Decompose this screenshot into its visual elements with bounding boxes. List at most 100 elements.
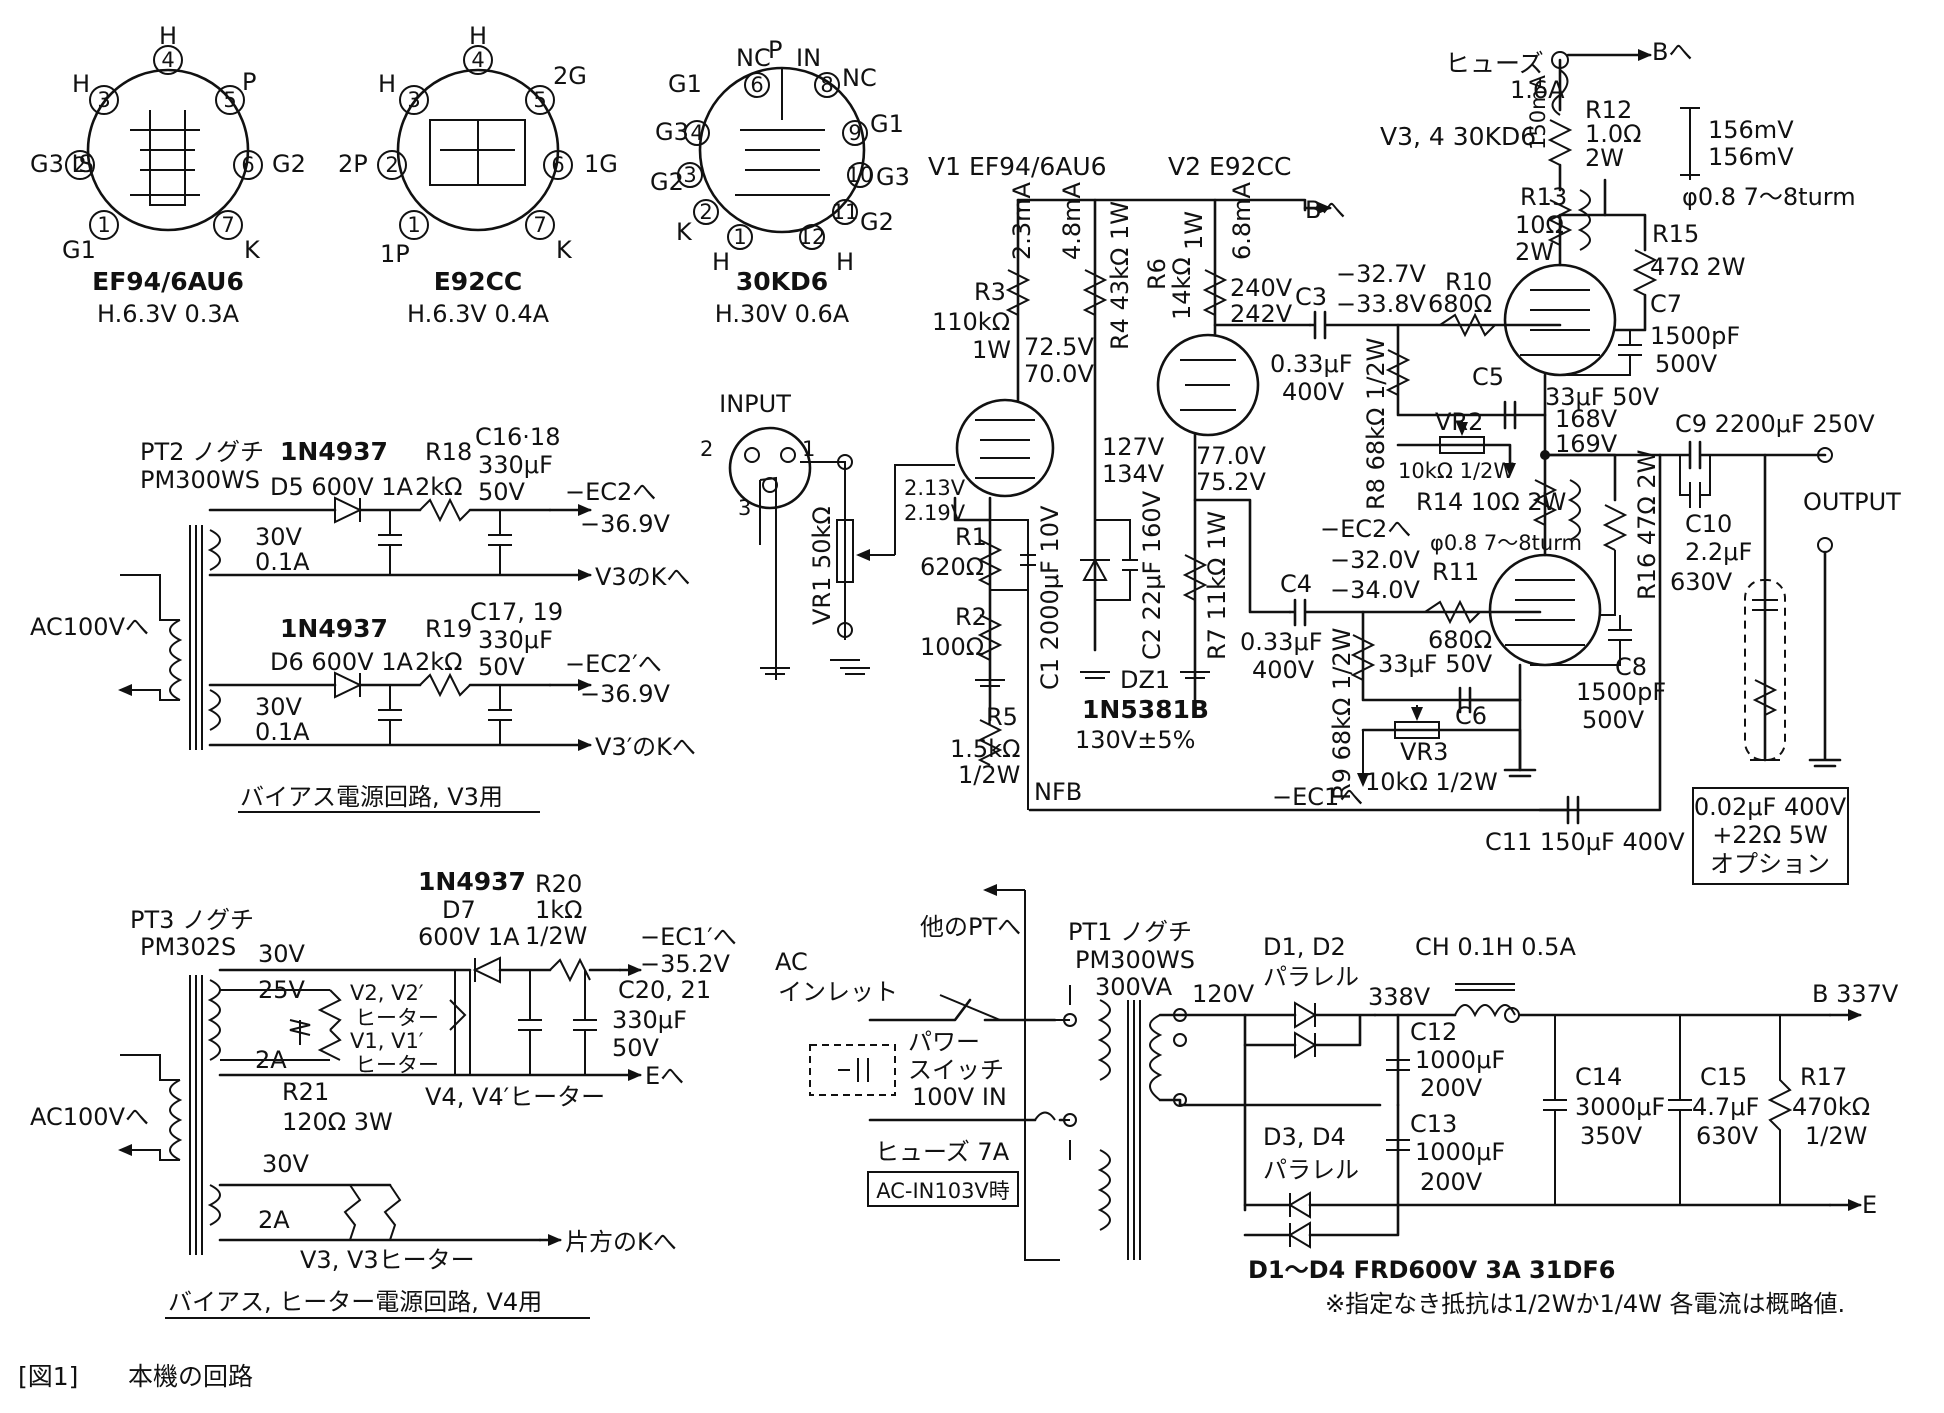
r12-resistor xyxy=(1547,119,1573,166)
v3-output-tube xyxy=(1503,263,1617,377)
svg-text:H: H xyxy=(469,22,487,50)
svg-text:2kΩ: 2kΩ xyxy=(415,648,463,676)
svg-text:2: 2 xyxy=(385,153,398,177)
svg-text:1.5kΩ: 1.5kΩ xyxy=(950,735,1020,763)
svg-text:200V: 200V xyxy=(1420,1074,1483,1102)
svg-text:G2: G2 xyxy=(650,168,684,196)
svg-text:−EC2へ: −EC2へ xyxy=(1320,515,1411,543)
svg-text:C1 2000μF 10V: C1 2000μF 10V xyxy=(1036,505,1064,690)
svg-text:R5: R5 xyxy=(986,703,1018,731)
svg-text:120Ω 3W: 120Ω 3W xyxy=(282,1108,393,1136)
d5-diode xyxy=(334,496,363,524)
svg-text:E: E xyxy=(1862,1191,1877,1219)
r19-resistor xyxy=(419,672,471,698)
svg-text:75.2V: 75.2V xyxy=(1196,468,1266,496)
svg-text:1.0Ω: 1.0Ω xyxy=(1585,120,1642,148)
svg-text:V3, 4 30KD6: V3, 4 30KD6 xyxy=(1380,122,1536,151)
svg-text:2: 2 xyxy=(73,153,86,177)
svg-text:600V 1A: 600V 1A xyxy=(418,923,520,951)
svg-text:350V: 350V xyxy=(1580,1122,1643,1150)
svg-text:C13: C13 xyxy=(1410,1110,1457,1138)
svg-text:Eへ: Eへ xyxy=(645,1062,684,1090)
svg-text:1/2W: 1/2W xyxy=(958,761,1020,789)
svg-text:1000μF: 1000μF xyxy=(1415,1046,1505,1074)
svg-text:CH 0.1H 0.5A: CH 0.1H 0.5A xyxy=(1415,933,1576,961)
svg-text:630V: 630V xyxy=(1696,1122,1759,1150)
svg-text:1W: 1W xyxy=(972,336,1011,364)
option-note-box xyxy=(1692,787,1849,885)
svg-text:C7: C7 xyxy=(1650,290,1682,318)
svg-text:−36.9V: −36.9V xyxy=(580,510,671,538)
svg-text:P: P xyxy=(242,68,256,96)
svg-text:1: 1 xyxy=(733,225,746,249)
c15-capacitor xyxy=(1668,1015,1692,1205)
svg-text:VR1 50kΩ: VR1 50kΩ xyxy=(808,506,836,625)
svg-text:2G: 2G xyxy=(553,62,587,90)
svg-text:パラレル: パラレル xyxy=(1263,1156,1359,1184)
svg-text:P: P xyxy=(768,36,782,64)
d6-diode xyxy=(334,671,363,699)
svg-text:330μF: 330μF xyxy=(478,626,553,654)
r11-resistor xyxy=(1424,599,1481,625)
svg-text:C17, 19: C17, 19 xyxy=(470,598,563,626)
svg-text:H.30V 0.6A: H.30V 0.6A xyxy=(715,300,850,328)
svg-text:338V: 338V xyxy=(1368,983,1431,1011)
svg-text:300VA: 300VA xyxy=(1095,973,1173,1001)
svg-text:V2 E92CC: V2 E92CC xyxy=(1168,152,1291,181)
svg-text:3: 3 xyxy=(738,496,751,520)
svg-text:G1: G1 xyxy=(62,236,96,264)
svg-text:φ0.8 7〜8turm: φ0.8 7〜8turm xyxy=(1682,183,1856,211)
svg-text:H: H xyxy=(159,22,177,50)
svg-text:オプション: オプション xyxy=(1710,850,1830,878)
svg-text:R6: R6 xyxy=(1143,258,1171,290)
svg-text:K: K xyxy=(244,236,261,264)
svg-text:242V: 242V xyxy=(1230,300,1293,328)
c11-capacitor xyxy=(1538,795,1580,825)
svg-text:150mA: 150mA xyxy=(1526,74,1550,150)
tube-base-e92cc: 4 5 6 7 1 2 3 H H 2G 1G K 1P 2P E92CC H.… xyxy=(338,22,618,328)
r3-resistor xyxy=(1005,269,1031,316)
c10-capacitor xyxy=(1679,455,1711,508)
r8-resistor xyxy=(1385,349,1411,396)
svg-text:PM300WS: PM300WS xyxy=(140,466,260,494)
svg-text:2W: 2W xyxy=(1515,238,1554,266)
svg-text:OUTPUT: OUTPUT xyxy=(1803,488,1901,516)
svg-text:4.7μF: 4.7μF xyxy=(1692,1093,1759,1121)
svg-text:2.2μF: 2.2μF xyxy=(1685,538,1752,566)
svg-text:−EC2へ: −EC2へ xyxy=(565,478,656,506)
svg-text:R7 11kΩ 1W: R7 11kΩ 1W xyxy=(1203,511,1231,660)
svg-text:1/2W: 1/2W xyxy=(1805,1122,1867,1150)
svg-text:PT1 ノグチ: PT1 ノグチ xyxy=(1068,918,1192,946)
c4-capacitor xyxy=(1288,598,1542,627)
svg-text:D3, D4: D3, D4 xyxy=(1263,1123,1346,1151)
r10-resistor xyxy=(1439,312,1496,338)
svg-text:−34.0V: −34.0V xyxy=(1330,576,1421,604)
svg-text:330μF: 330μF xyxy=(478,451,553,479)
svg-text:V3のKへ: V3のKへ xyxy=(595,563,690,591)
svg-text:H: H xyxy=(712,248,730,276)
c8-capacitor xyxy=(1530,550,1632,666)
svg-text:680Ω: 680Ω xyxy=(1428,626,1492,654)
r13-resistor xyxy=(1547,199,1573,246)
r16-resistor xyxy=(1602,504,1628,551)
svg-text:NC: NC xyxy=(842,64,877,92)
svg-text:INPUT: INPUT xyxy=(719,390,791,418)
svg-text:−36.9V: −36.9V xyxy=(580,680,671,708)
svg-text:5: 5 xyxy=(223,88,236,112)
svg-text:片方のKへ: 片方のKへ xyxy=(565,1228,677,1256)
svg-text:G3: G3 xyxy=(876,163,910,191)
svg-text:1kΩ: 1kΩ xyxy=(535,896,583,924)
svg-text:C10: C10 xyxy=(1685,510,1732,538)
svg-text:30V: 30V xyxy=(255,693,303,721)
svg-text:C8: C8 xyxy=(1615,653,1647,681)
svg-text:R9 68kΩ 1/2W: R9 68kΩ 1/2W xyxy=(1328,628,1356,800)
parasitic-coil-lower xyxy=(1567,479,1581,541)
svg-text:8: 8 xyxy=(820,73,833,97)
svg-text:PT2 ノグチ: PT2 ノグチ xyxy=(140,438,264,466)
svg-text:30V: 30V xyxy=(262,1150,310,1178)
svg-text:Bへ: Bへ xyxy=(1652,38,1692,66)
svg-text:C9 2200μF 250V: C9 2200μF 250V xyxy=(1675,410,1875,438)
svg-text:1N5381B: 1N5381B xyxy=(1082,695,1209,724)
svg-text:G2: G2 xyxy=(860,208,894,236)
